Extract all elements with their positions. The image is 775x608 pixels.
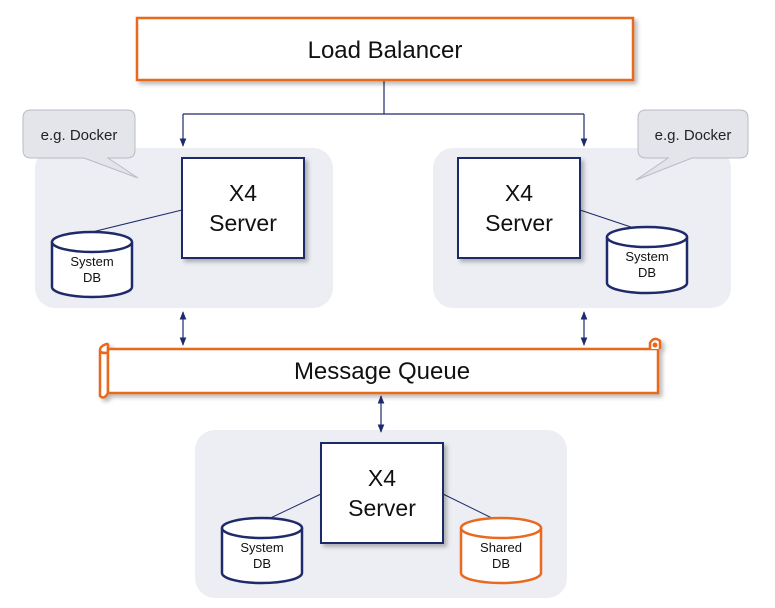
server-right <box>457 157 581 259</box>
callout-right: e.g. Docker <box>635 109 749 181</box>
shared-db: Shared DB <box>459 516 543 585</box>
node-bottom: X4 Server System DB Shared DB <box>220 442 543 585</box>
system-db-bottom-line1: System <box>240 540 283 555</box>
system-db-right-line2: DB <box>638 265 656 280</box>
node-left: X4 Server System DB <box>50 157 305 299</box>
system-db-right-line1: System <box>625 249 668 264</box>
system-db-bottom: System DB <box>220 516 304 585</box>
server-left-line2: Server <box>209 210 277 236</box>
system-db-right: System DB <box>605 225 689 295</box>
callout-left: e.g. Docker <box>22 109 139 179</box>
server-right-line1: X4 <box>505 180 533 206</box>
system-db-left: System DB <box>50 230 134 299</box>
system-db-bottom-line2: DB <box>253 556 271 571</box>
message-queue: Message Queue <box>98 337 662 399</box>
load-balancer-label: Load Balancer <box>308 37 463 64</box>
server-bottom <box>320 442 444 544</box>
server-bottom-line2: Server <box>348 495 416 521</box>
shared-db-line2: DB <box>492 556 510 571</box>
server-left <box>181 157 305 259</box>
lb-connectors <box>179 80 588 147</box>
server-left-line1: X4 <box>229 180 257 206</box>
message-queue-label: Message Queue <box>294 358 470 385</box>
callout-left-label: e.g. Docker <box>41 127 118 144</box>
callout-right-label: e.g. Docker <box>655 127 732 144</box>
server-right-line2: Server <box>485 210 553 236</box>
system-db-left-line1: System <box>70 254 113 269</box>
node-right: X4 Server System DB <box>457 157 689 295</box>
queue-connectors <box>179 311 588 433</box>
load-balancer: Load Balancer <box>135 16 635 82</box>
system-db-left-line2: DB <box>83 270 101 285</box>
server-bottom-line1: X4 <box>368 465 396 491</box>
shared-db-line1: Shared <box>480 540 522 555</box>
